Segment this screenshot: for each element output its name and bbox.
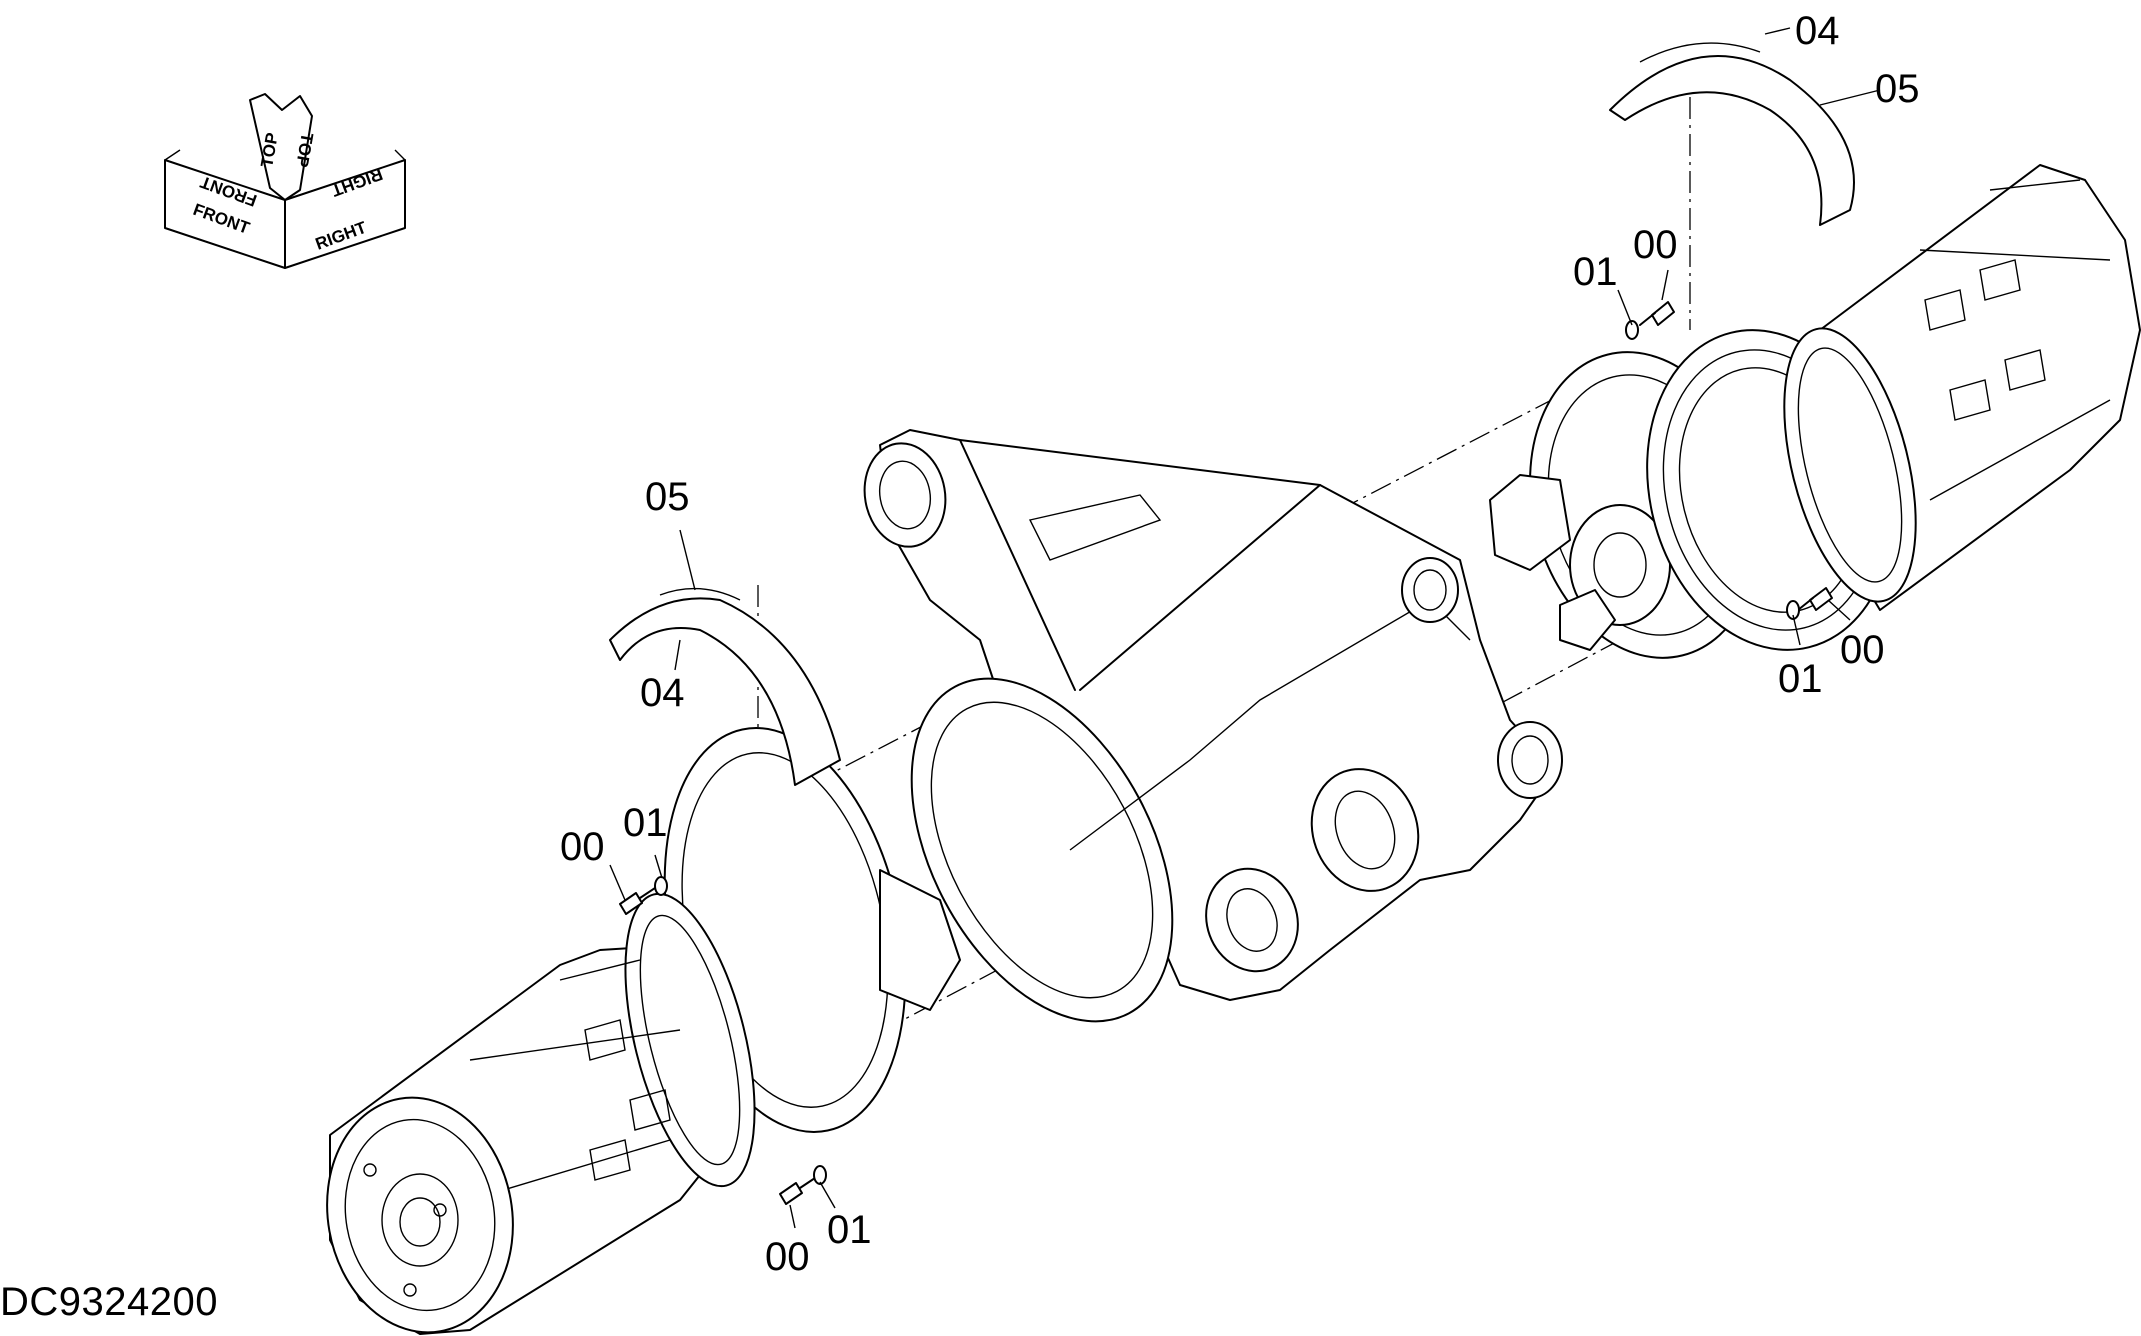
right-wheel-hub xyxy=(1783,164,2141,611)
leader-lines xyxy=(609,27,1881,1229)
left-bolt-lower xyxy=(779,1177,816,1205)
orientation-indicator: FRONT FRONT TOP TOP RIGHT RIGHT xyxy=(164,93,406,269)
callout-right-bolt-upper: 00 xyxy=(1633,223,1678,267)
left-washer-upper xyxy=(654,876,668,896)
axle-housing xyxy=(863,429,1563,1023)
right-washer-upper xyxy=(1625,320,1639,340)
callout-right-bolt-lower: 00 xyxy=(1840,628,1885,672)
callout-right-washer-upper: 01 xyxy=(1573,250,1618,294)
callout-left-cover-top: 04 xyxy=(640,671,685,715)
callout-right-cover-top: 04 xyxy=(1795,9,1840,53)
right-cover-plate xyxy=(1609,42,1855,226)
callout-left-cover-side: 05 xyxy=(645,475,690,519)
callout-left-bolt-upper: 00 xyxy=(560,825,605,869)
callout-labels: 04 05 01 00 01 00 05 04 00 01 00 01 xyxy=(560,9,1920,1279)
callout-right-cover-side: 05 xyxy=(1875,67,1920,111)
callout-left-washer-upper: 01 xyxy=(623,801,668,845)
callout-left-bolt-lower: 00 xyxy=(765,1235,810,1279)
left-wheel-hub xyxy=(326,892,756,1335)
right-washer-lower xyxy=(1786,600,1800,620)
drawing-number: DC9324200 xyxy=(0,1280,218,1324)
callout-right-washer-lower: 01 xyxy=(1778,657,1823,701)
left-washer-lower xyxy=(813,1165,827,1185)
left-bolt-upper xyxy=(619,887,656,915)
left-cover-plate xyxy=(609,587,841,786)
right-bolt-lower xyxy=(1797,587,1833,611)
callout-left-washer-lower: 01 xyxy=(827,1208,872,1252)
right-bolt-upper xyxy=(1639,301,1675,326)
